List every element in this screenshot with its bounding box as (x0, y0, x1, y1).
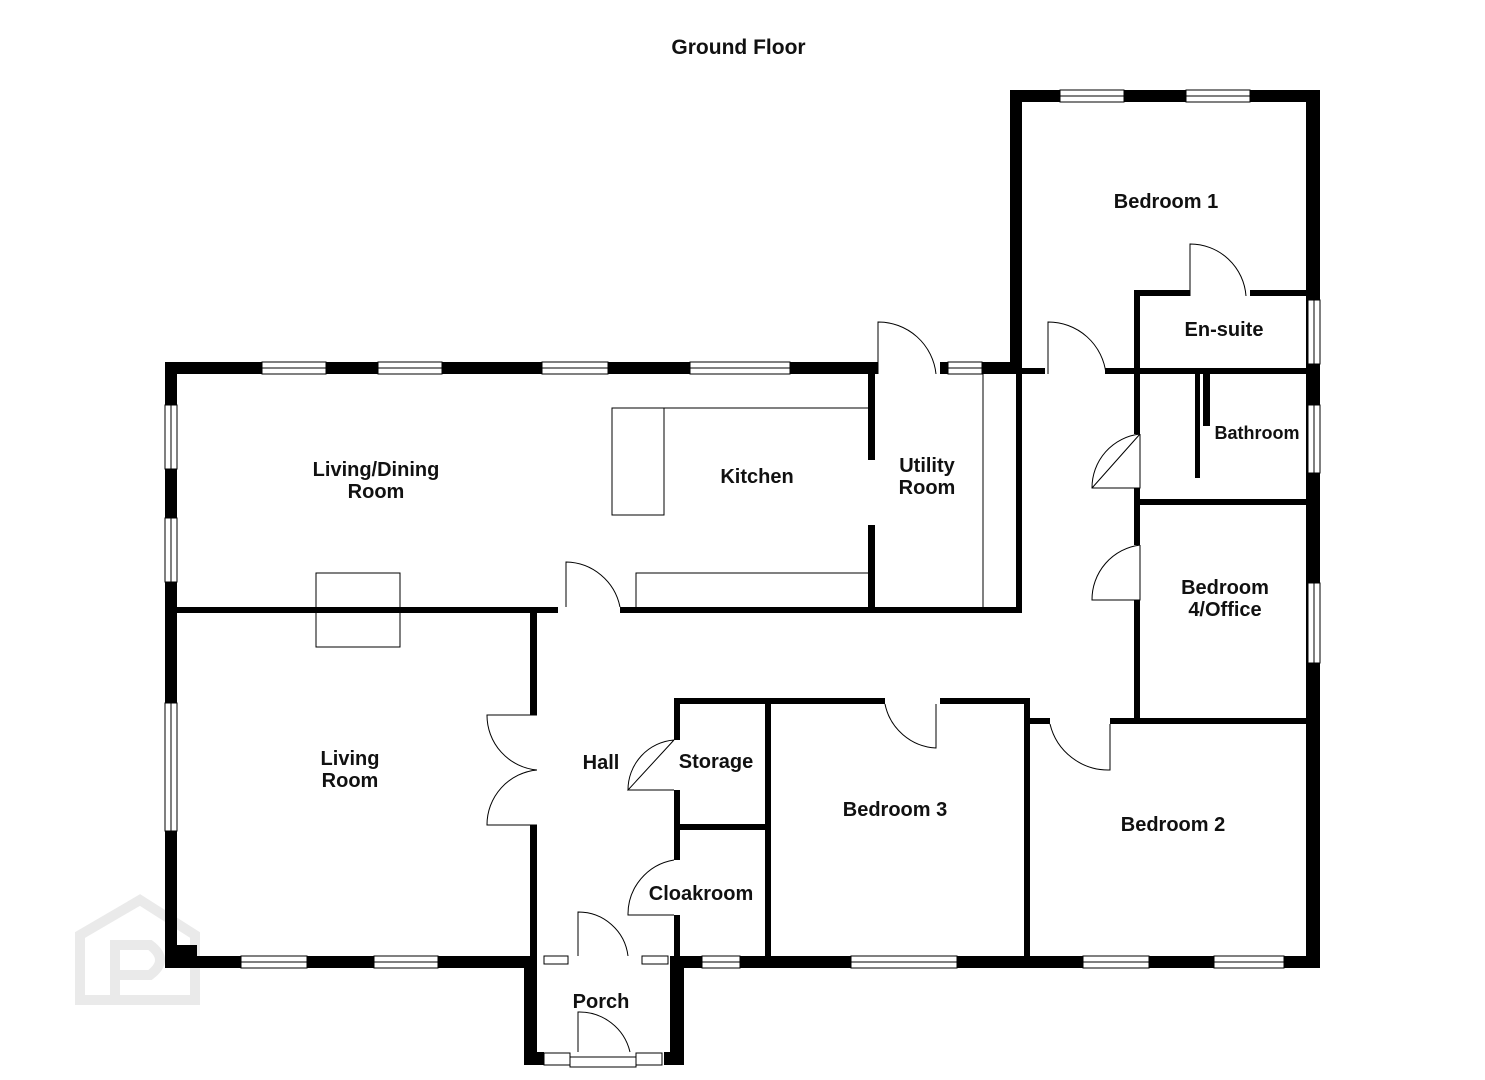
label-bedroom-4-line1: Bedroom (1181, 577, 1269, 599)
label-bedroom-4-line2: 4/Office (1188, 599, 1261, 621)
room-labels: Bedroom 1 En-suite Bathroom Bedroom 4/Of… (313, 191, 1300, 1013)
label-storage: Storage (679, 751, 753, 773)
label-utility-line2: Room (899, 477, 956, 499)
walls (165, 90, 1320, 1065)
label-utility-line1: Utility (899, 455, 955, 477)
floor-title: Ground Floor (671, 36, 806, 59)
label-living-dining-line2: Room (348, 481, 405, 503)
label-en-suite: En-suite (1185, 319, 1264, 341)
fixtures (315, 374, 984, 648)
label-living-dining-line1: Living/Dining (313, 459, 440, 481)
label-bathroom: Bathroom (1215, 423, 1300, 443)
windows (164, 89, 1321, 1068)
label-hall: Hall (583, 752, 620, 774)
label-living-line1: Living (321, 748, 380, 770)
doors (486, 243, 1247, 1053)
label-bedroom-3: Bedroom 3 (843, 799, 947, 821)
label-bedroom-1: Bedroom 1 (1114, 191, 1218, 213)
label-porch: Porch (573, 991, 630, 1013)
label-cloakroom: Cloakroom (649, 883, 753, 905)
label-living-line2: Room (322, 770, 379, 792)
label-bedroom-2: Bedroom 2 (1121, 814, 1225, 836)
label-kitchen: Kitchen (720, 466, 793, 488)
